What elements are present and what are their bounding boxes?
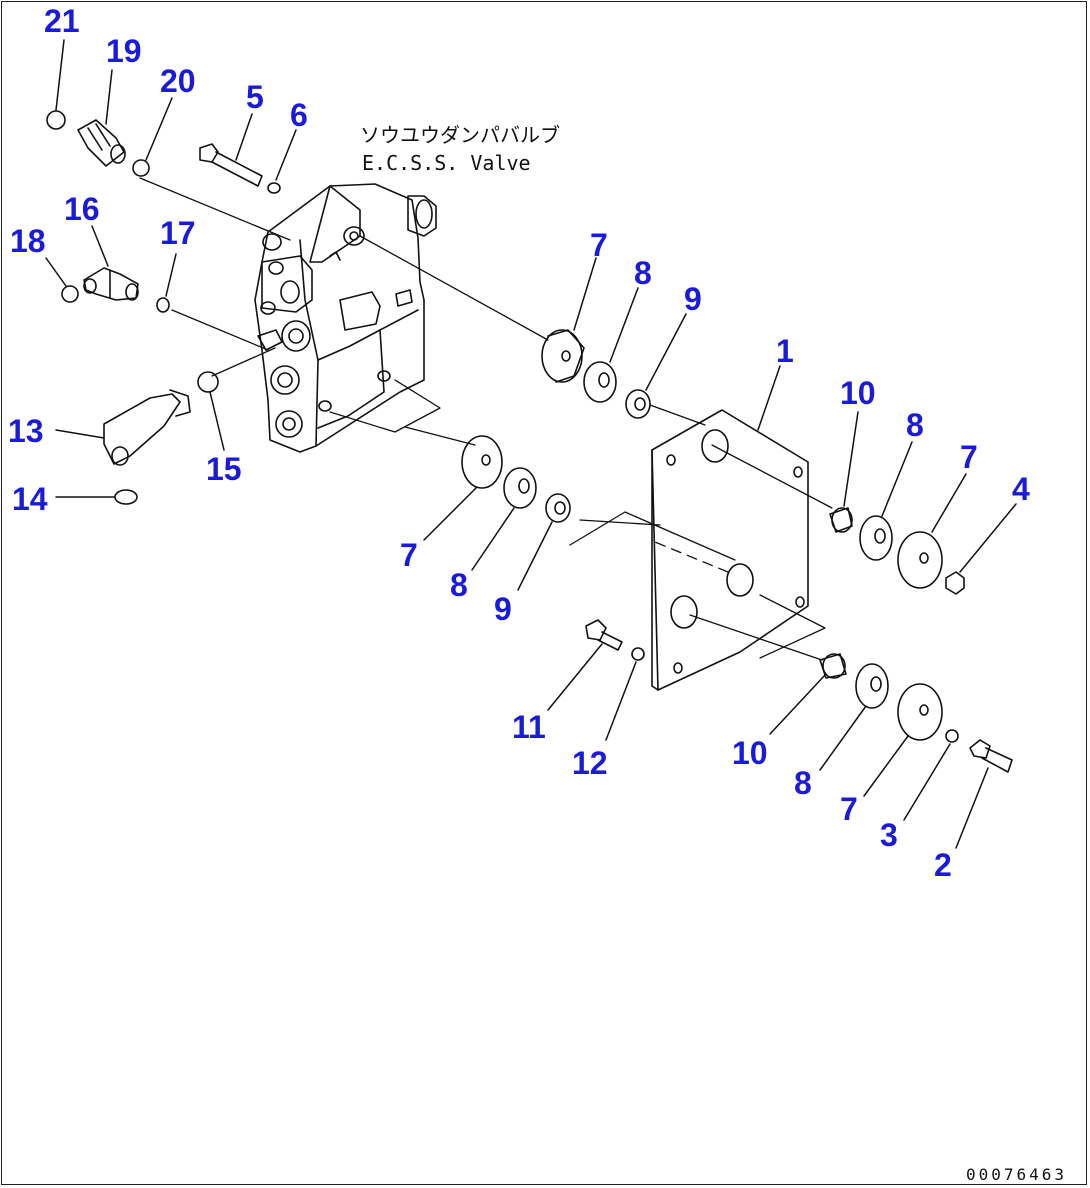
callouts: 21 19 20 5 6 16 18 17 13 14 15 7 8 9 1 1… bbox=[8, 3, 1030, 883]
callout-2: 2 bbox=[934, 847, 952, 883]
assembly-lines bbox=[139, 177, 833, 661]
right-upper-stack bbox=[829, 507, 965, 595]
callout-8-bottom: 8 bbox=[794, 765, 812, 801]
left-parts bbox=[46, 110, 281, 505]
valve-body bbox=[254, 183, 437, 453]
callout-5: 5 bbox=[246, 79, 264, 115]
callout-15: 15 bbox=[206, 451, 242, 487]
document-number: 00076463 bbox=[966, 1165, 1067, 1184]
caption-en: E.C.S.S. Valve bbox=[362, 151, 531, 175]
callout-8-upper: 8 bbox=[634, 255, 652, 291]
callout-6: 6 bbox=[290, 97, 308, 133]
callout-9-upper: 9 bbox=[684, 281, 702, 317]
cap-21-icon bbox=[46, 110, 66, 130]
callout-13: 13 bbox=[8, 413, 44, 449]
callout-18: 18 bbox=[10, 223, 46, 259]
o-ring-20-icon bbox=[132, 159, 150, 177]
callout-7-lower: 7 bbox=[400, 537, 418, 573]
callout-8-lower: 8 bbox=[450, 567, 468, 603]
callout-7-bottom: 7 bbox=[840, 791, 858, 827]
callout-8-right: 8 bbox=[906, 407, 924, 443]
callout-4: 4 bbox=[1012, 471, 1030, 507]
seal-18-icon bbox=[61, 285, 79, 303]
leader-lines bbox=[45, 39, 1017, 849]
callout-21: 21 bbox=[44, 3, 80, 39]
callout-12: 12 bbox=[572, 745, 608, 781]
washer-6-icon bbox=[267, 182, 281, 194]
callout-7-upper: 7 bbox=[590, 227, 608, 263]
o-ring-17-icon bbox=[156, 297, 170, 313]
callout-10-upper: 10 bbox=[840, 375, 876, 411]
callout-20: 20 bbox=[160, 63, 196, 99]
callout-3: 3 bbox=[880, 817, 898, 853]
elbow-16-icon bbox=[83, 267, 139, 301]
caption-jp: ソウユウダンパバルブ bbox=[360, 123, 560, 147]
connector-13-icon bbox=[103, 389, 191, 466]
callout-14: 14 bbox=[12, 481, 48, 517]
lower-left-stack bbox=[461, 435, 571, 523]
upper-washer-stack bbox=[541, 329, 651, 419]
o-ring-14-icon bbox=[114, 489, 138, 505]
o-ring-15-icon bbox=[197, 371, 219, 393]
connector-19-icon bbox=[77, 119, 126, 167]
callout-16: 16 bbox=[64, 191, 100, 227]
valve-caption: ソウユウダンパバルブ E.C.S.S. Valve bbox=[360, 123, 560, 175]
callout-9-lower: 9 bbox=[494, 591, 512, 627]
callout-10-lower: 10 bbox=[732, 735, 768, 771]
callout-11: 11 bbox=[512, 709, 546, 745]
bolt-5-icon bbox=[199, 143, 263, 187]
callout-17: 17 bbox=[160, 215, 196, 251]
callout-7-right: 7 bbox=[960, 439, 978, 475]
lower-right-stack bbox=[585, 619, 1013, 773]
callout-19: 19 bbox=[106, 33, 142, 69]
bracket-plate bbox=[651, 409, 809, 691]
callout-1: 1 bbox=[776, 333, 794, 369]
